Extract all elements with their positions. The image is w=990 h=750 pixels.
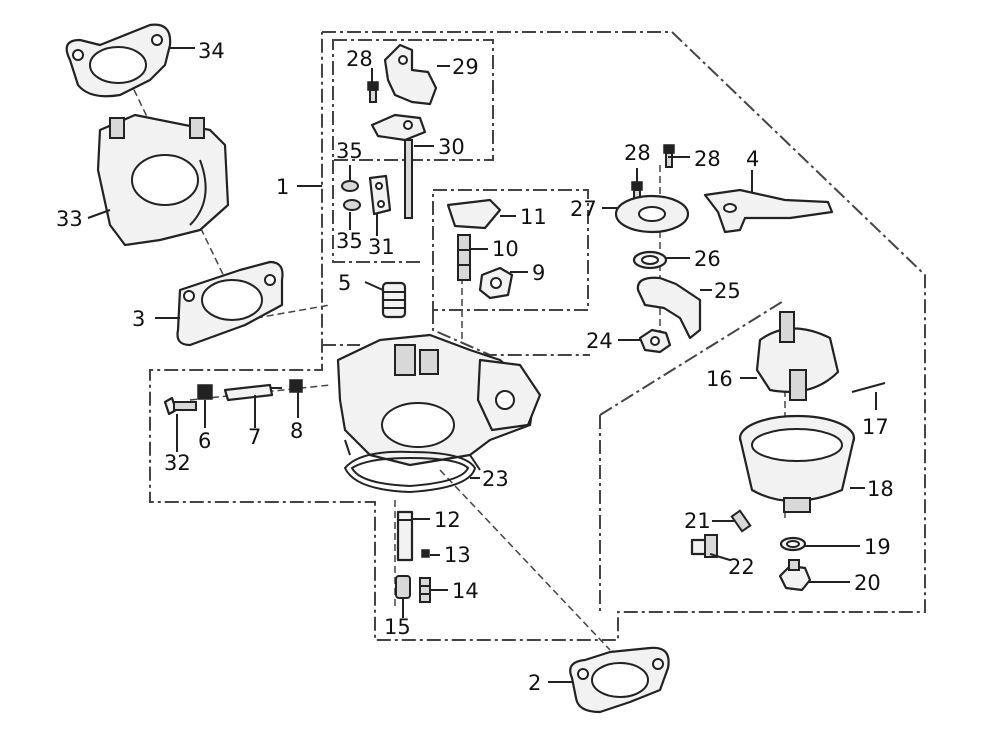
part-5-slow-jet — [381, 281, 407, 319]
part-13-o-ring — [421, 549, 430, 558]
part-34-gasket — [65, 23, 172, 98]
label-18: 18 — [867, 477, 894, 501]
carburetor-body — [336, 333, 542, 471]
label-14: 14 — [452, 579, 479, 603]
label-6: 6 — [198, 429, 211, 453]
part-22-bolt — [690, 534, 718, 558]
part-18-float-bowl — [738, 414, 856, 513]
label-7: 7 — [248, 425, 261, 449]
label-4: 4 — [746, 147, 759, 171]
label-28-right-a: 28 — [624, 141, 651, 165]
label-23: 23 — [482, 467, 509, 491]
label-26: 26 — [694, 247, 721, 271]
part-16-float — [755, 311, 840, 401]
label-15: 15 — [384, 615, 411, 639]
main-assembly-boundary — [149, 31, 926, 641]
part-15-main-jet — [395, 575, 411, 599]
label-30: 30 — [438, 135, 465, 159]
label-31: 31 — [368, 235, 395, 259]
part-28-screw-c — [663, 144, 675, 168]
float-group-boundary — [599, 299, 786, 416]
label-20: 20 — [854, 571, 881, 595]
label-11: 11 — [520, 205, 547, 229]
label-21: 21 — [684, 509, 711, 533]
part-28-screw-a — [367, 81, 379, 103]
label-12: 12 — [434, 508, 461, 532]
part-19-washer — [779, 536, 807, 552]
part-4-throttle-arm — [703, 188, 834, 234]
label-5: 5 — [338, 271, 351, 295]
label-3: 3 — [132, 307, 145, 331]
part-10-float-valve — [457, 234, 471, 281]
part-33-insulator — [96, 113, 230, 247]
part-35-spacer-a — [341, 180, 359, 192]
label-8: 8 — [290, 419, 303, 443]
float-needle-box — [432, 189, 589, 311]
part-30-choke-plate — [370, 113, 427, 219]
label-35-top: 35 — [336, 139, 363, 163]
label-1: 1 — [276, 175, 289, 199]
part-29-choke-lever — [383, 43, 438, 106]
part-31-choke-link — [368, 174, 392, 216]
part-17-float-pin — [851, 382, 886, 393]
callout-labels: 1 2 3 4 5 6 7 8 9 10 11 12 13 14 15 16 1… — [56, 39, 894, 695]
part-9-valve-seat — [478, 266, 514, 300]
assembly-boundaries — [149, 31, 926, 641]
label-10: 10 — [492, 237, 519, 261]
label-29: 29 — [452, 55, 479, 79]
part-8-spring — [289, 379, 303, 393]
part-3-gasket — [176, 260, 284, 347]
label-28-right-b: 28 — [694, 147, 721, 171]
part-35-spacer-b — [343, 199, 361, 211]
label-16: 16 — [706, 367, 733, 391]
part-11-clip — [446, 198, 502, 230]
axis-gasket-2 — [439, 469, 611, 651]
part-25-throttle-lever — [636, 276, 702, 340]
part-26-washer — [632, 250, 668, 270]
part-2-gasket — [569, 646, 670, 714]
part-27-throttle-stop — [614, 194, 690, 234]
label-19: 19 — [864, 535, 891, 559]
leader-lines — [87, 47, 877, 683]
label-24: 24 — [586, 329, 613, 353]
label-9: 9 — [532, 261, 545, 285]
label-22: 22 — [728, 555, 755, 579]
label-35-bottom: 35 — [336, 229, 363, 253]
choke-shaft-group-boundary — [332, 160, 420, 263]
part-20-bowl-bolt — [778, 559, 812, 592]
label-28-top: 28 — [346, 47, 373, 71]
label-2: 2 — [528, 671, 541, 695]
part-7-idle-screw — [223, 383, 282, 402]
label-27: 27 — [570, 197, 597, 221]
part-21-drain-screw — [730, 509, 752, 533]
label-34: 34 — [198, 39, 225, 63]
part-23-bowl-gasket — [343, 450, 477, 494]
label-17: 17 — [862, 415, 889, 439]
label-13: 13 — [444, 543, 471, 567]
float-needle-boundary-lower — [432, 310, 590, 356]
part-6-spring — [197, 384, 213, 400]
part-32-pilot-screw — [163, 396, 197, 416]
part-14-jet — [419, 577, 431, 603]
label-32: 32 — [164, 451, 191, 475]
label-33: 33 — [56, 207, 83, 231]
part-24-nut — [638, 328, 672, 354]
label-25: 25 — [714, 279, 741, 303]
part-12-nozzle — [396, 510, 414, 562]
